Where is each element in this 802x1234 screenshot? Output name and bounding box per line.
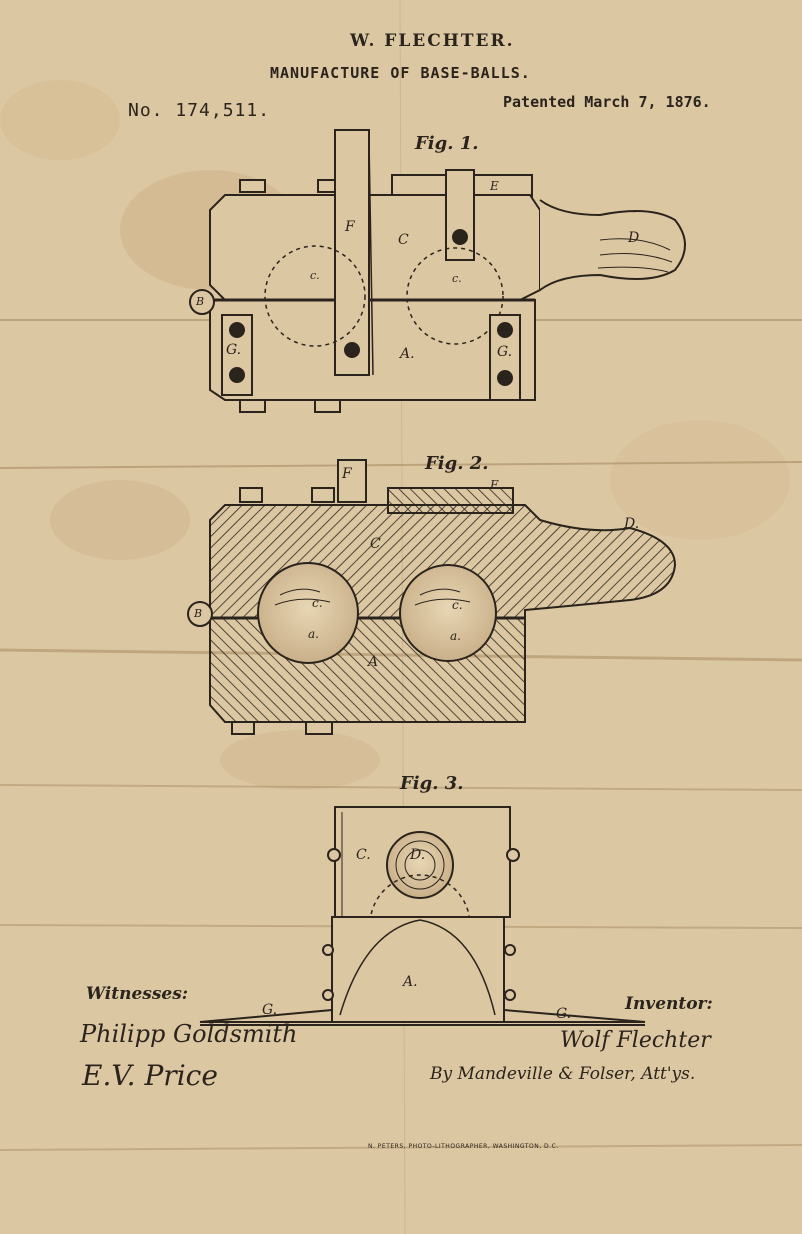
fig3-label-a: A. — [403, 974, 418, 990]
patent-number: No. 174,511. — [128, 100, 271, 121]
fig1-label-f: F — [345, 219, 355, 235]
fig1-label-a: A. — [400, 346, 415, 362]
figure-2-caption: Fig. 2. — [425, 453, 489, 474]
witness-1-signature: Philipp Goldsmith — [80, 1020, 298, 1048]
fig3-label-g-right: G. — [556, 1006, 572, 1022]
fig2-label-f: F — [342, 466, 352, 482]
witness-2-signature: E.V. Price — [82, 1059, 218, 1092]
fig2-label-c: C — [370, 536, 381, 552]
figure-3-caption: Fig. 3. — [400, 773, 464, 794]
inventor-name-heading: W. FLECHTER. — [350, 31, 515, 51]
fig2-label-e: E — [490, 478, 499, 492]
fig1-label-c: C — [398, 232, 409, 248]
figure-1-caption: Fig. 1. — [415, 133, 479, 154]
fig1-label-b: B — [196, 295, 205, 308]
patent-date: Patented March 7, 1876. — [503, 93, 711, 111]
fig2-label-a-small-2: a. — [450, 629, 461, 643]
fig1-label-c-small-1: c. — [310, 269, 320, 282]
fig1-label-c-small-2: c. — [452, 272, 462, 285]
figure-1 — [189, 129, 686, 413]
attorneys-signature: By Mandeville & Folser, Att'ys. — [430, 1064, 696, 1084]
fig2-label-a: A — [368, 654, 379, 670]
fig1-label-g-right: G. — [497, 344, 513, 360]
inventor-label: Inventor: — [625, 994, 713, 1014]
witnesses-label: Witnesses: — [86, 984, 189, 1004]
fig3-label-c: C. — [356, 847, 371, 863]
fig3-label-g-left: G. — [262, 1002, 278, 1018]
fig2-label-b: B — [194, 607, 203, 620]
figure-3 — [199, 806, 646, 1026]
figure-2 — [187, 459, 677, 735]
fig2-label-d: D. — [624, 516, 640, 532]
fig1-label-e: E — [490, 179, 499, 193]
fig3-label-d: D. — [410, 847, 426, 863]
patent-title: MANUFACTURE OF BASE-BALLS. — [270, 64, 531, 82]
lithographer-credit: N. PETERS, PHOTO-LITHOGRAPHER, WASHINGTO… — [368, 1143, 559, 1150]
fig1-label-d: D — [628, 230, 640, 246]
inventor-signature: Wolf Flechter — [560, 1028, 711, 1053]
fig2-label-c-small-1: c. — [312, 596, 323, 610]
fig1-label-g-left: G. — [226, 342, 242, 358]
fig2-label-c-small-2: c. — [452, 598, 463, 612]
fig2-label-a-small-1: a. — [308, 627, 319, 641]
